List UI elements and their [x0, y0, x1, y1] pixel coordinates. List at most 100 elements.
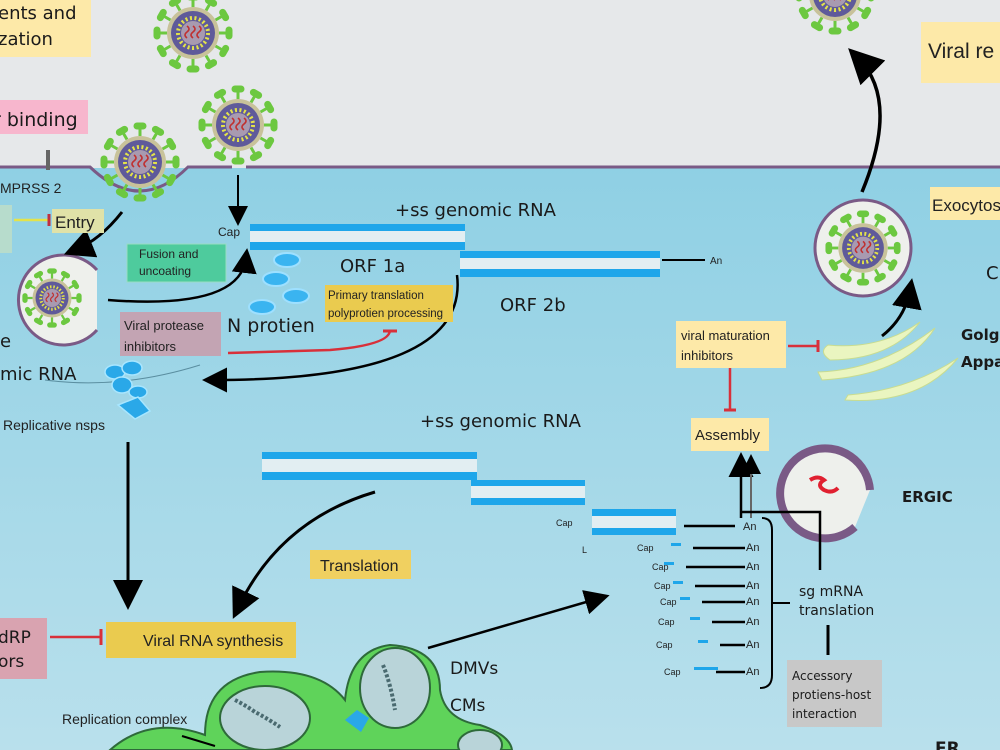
receptor-binding-text: r binding	[0, 109, 78, 131]
sg-an-label: An	[746, 639, 759, 651]
rdrp-inhibitors-text-2: ors	[0, 652, 24, 672]
ergic-label: ERGIC	[902, 488, 953, 506]
genomic-rna-left-text-2: mic RNA	[0, 364, 77, 385]
cap-mid-label: Cap	[556, 518, 573, 528]
sg-an-label: An	[746, 666, 759, 678]
fusion-text-2: uncoating	[139, 264, 191, 278]
sg-mrna-translation-text: sg mRNA	[799, 584, 863, 600]
genomic-rna-mid	[262, 452, 735, 535]
tmprss2-label: MPRSS 2	[0, 180, 62, 196]
connector-line	[741, 510, 822, 570]
protease-inhibition-line	[227, 329, 392, 355]
viral-rna-synthesis-text: Viral RNA synthesis	[143, 633, 283, 650]
attachment-text: ents and	[0, 3, 77, 24]
genomic-rna-top	[250, 224, 705, 277]
protease-inhibitors-text: Viral protease	[124, 318, 204, 333]
fusion-box	[126, 243, 227, 283]
replication-complex-icon	[345, 710, 369, 732]
sg-leader-mark	[680, 597, 690, 600]
entry-box	[52, 209, 104, 233]
orf1a-label: ORF 1a	[340, 256, 405, 277]
arrow-release	[848, 48, 886, 193]
sg-an-label: An	[743, 521, 756, 533]
sg-cap-label: Cap	[658, 617, 675, 627]
dmvs-label: DMVs	[450, 659, 498, 679]
translation-box	[310, 550, 411, 579]
sg-mrna-translation-text-2: translation	[799, 603, 874, 619]
sg-cap-label: Cap	[652, 562, 669, 572]
maturation-inhibitors-text-2: inhibitors	[681, 348, 734, 363]
protease-inhibitors-text-2: inhibitors	[124, 339, 177, 354]
entry-text: Entry	[55, 213, 95, 232]
sg-leader-mark	[698, 640, 708, 643]
viral-rna-synthesis-box	[106, 622, 296, 658]
genomic-rna-label: +ss genomic RNA	[395, 200, 557, 221]
er-label: ER	[935, 739, 960, 750]
sg-leader-mark	[671, 543, 681, 546]
golgi-label: Golg	[961, 326, 1000, 344]
viral-release-box	[921, 22, 1000, 83]
attachment-box	[0, 0, 91, 57]
attachment-text-2: zation	[0, 29, 53, 50]
replicative-nsps-icon	[44, 360, 201, 420]
orf2b-label: ORF 2b	[500, 295, 566, 316]
primary-translation-text-2: polyprotien processing	[328, 308, 443, 320]
protease-inhibitors-box	[120, 312, 221, 356]
sg-an-label: An	[746, 596, 759, 608]
rdrp-inhibitors-box	[0, 618, 47, 679]
genomic-rna-left-text: e	[0, 331, 11, 352]
arrow-to-rna	[107, 248, 257, 303]
sg-leader-mark	[694, 667, 718, 670]
accessory-proteins-box	[787, 660, 882, 727]
sg-an-label: An	[746, 561, 759, 573]
dmv-cluster	[108, 643, 514, 750]
primary-translation-box	[325, 285, 453, 322]
replication-complex-label: Replication complex	[62, 711, 187, 727]
arrow-to-nsps	[202, 274, 459, 393]
sg-leader-mark	[673, 581, 683, 584]
fusion-text: Fusion and	[139, 247, 198, 261]
rdrp-inhibitors-text: dRP	[0, 628, 31, 648]
sg-an-label: An	[746, 580, 759, 592]
n-protein-icon	[248, 252, 310, 315]
sg-cap-label: Cap	[660, 597, 677, 607]
entry-inhibitor-box	[0, 205, 12, 253]
sg-cap-label: Cap	[656, 640, 673, 650]
translation-text: Translation	[320, 558, 399, 575]
cap-label: Cap	[218, 225, 240, 239]
exocytosis-box	[930, 187, 1000, 220]
sg-an-label: An	[746, 542, 759, 554]
cytoplasm-label: C	[986, 263, 999, 284]
cms-label: CMs	[450, 696, 486, 716]
accessory-text-3: interaction	[792, 707, 857, 721]
exocytosis-vesicle	[813, 198, 913, 298]
sg-an-label: An	[746, 616, 759, 628]
viral-release-text: Viral re	[928, 40, 994, 63]
sg-leader-mark	[690, 617, 700, 620]
assembly-box	[691, 418, 769, 451]
an-label: An	[710, 256, 722, 267]
primary-translation-text: Primary translation	[328, 290, 424, 302]
golgi-label-2: Appa	[961, 353, 1000, 371]
genomic-rna-mid-label: +ss genomic RNA	[420, 411, 582, 432]
n-protein-label: N protien	[227, 315, 315, 337]
accessory-text: Accessory	[792, 669, 852, 683]
replicative-nsps-label: Replicative nsps	[3, 417, 105, 433]
accessory-text-2: protiens-host	[792, 688, 871, 702]
sg-cap-label: Cap	[637, 543, 654, 553]
arrow-translation	[232, 490, 376, 619]
rna-squiggle-icon	[808, 475, 840, 494]
arrow-golgi-to-vesicle	[881, 278, 922, 338]
exocytosis-text: Exocytos	[932, 196, 1000, 215]
sg-cap-label: Cap	[664, 667, 681, 677]
maturation-inhibitors-box	[676, 321, 786, 368]
maturation-inhibitors-text: viral maturation	[681, 328, 770, 343]
sg-leader-mark	[664, 562, 674, 565]
assembly-text: Assembly	[695, 427, 761, 444]
leader-label: L	[582, 545, 587, 555]
arrow-to-sgmrna	[427, 590, 610, 650]
arrow-to-endosome	[63, 211, 124, 258]
endosome-virus	[17, 253, 99, 347]
